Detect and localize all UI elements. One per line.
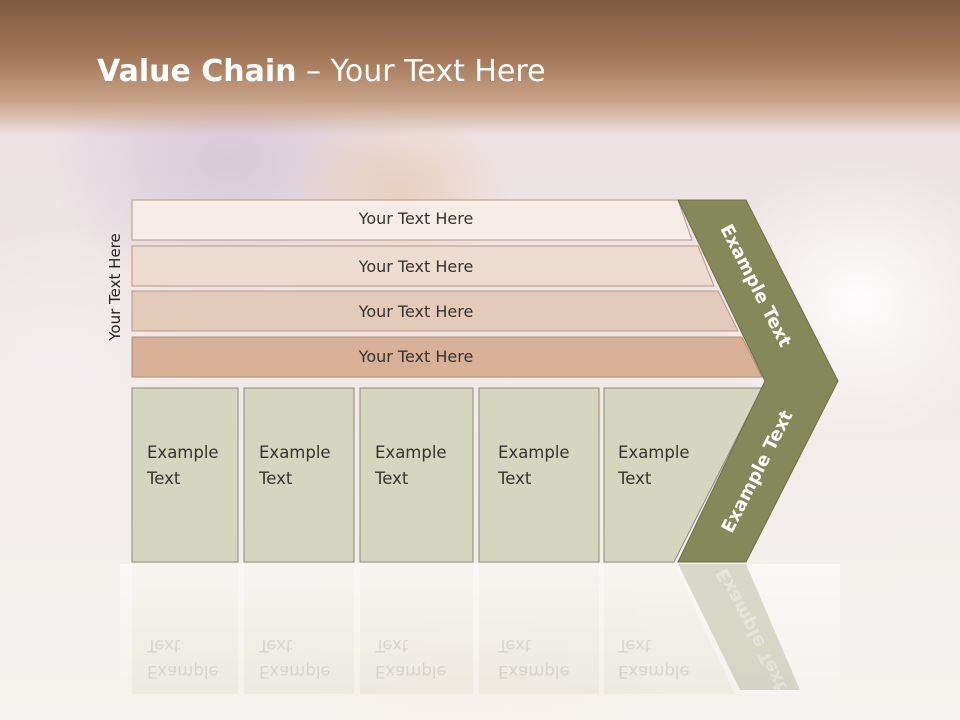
box-shape-1 [131,387,239,563]
box-shape-5 [603,387,763,563]
bar-shape-1 [131,199,693,241]
bar-shape-3 [131,290,739,332]
title-rest: – Your Text Here [296,54,546,89]
box-shape-3 [359,387,474,563]
bar-shape-2 [131,245,715,287]
box-shape-2 [243,387,355,563]
page-title: Value Chain – Your Text Here [97,54,546,89]
bar-label-3: Your Text Here [358,302,474,321]
bar-label-1: Your Text Here [358,209,474,228]
bar-label-4: Your Text Here [358,347,474,366]
bar-shape-4 [131,336,763,378]
box-shape-4 [478,387,600,563]
bar-label-2: Your Text Here [358,257,474,276]
chevron-reflection [678,564,800,690]
title-bold: Value Chain [97,54,297,89]
title-banner [0,0,960,135]
reflection-fade [120,564,840,704]
chevron-shape [677,199,839,563]
